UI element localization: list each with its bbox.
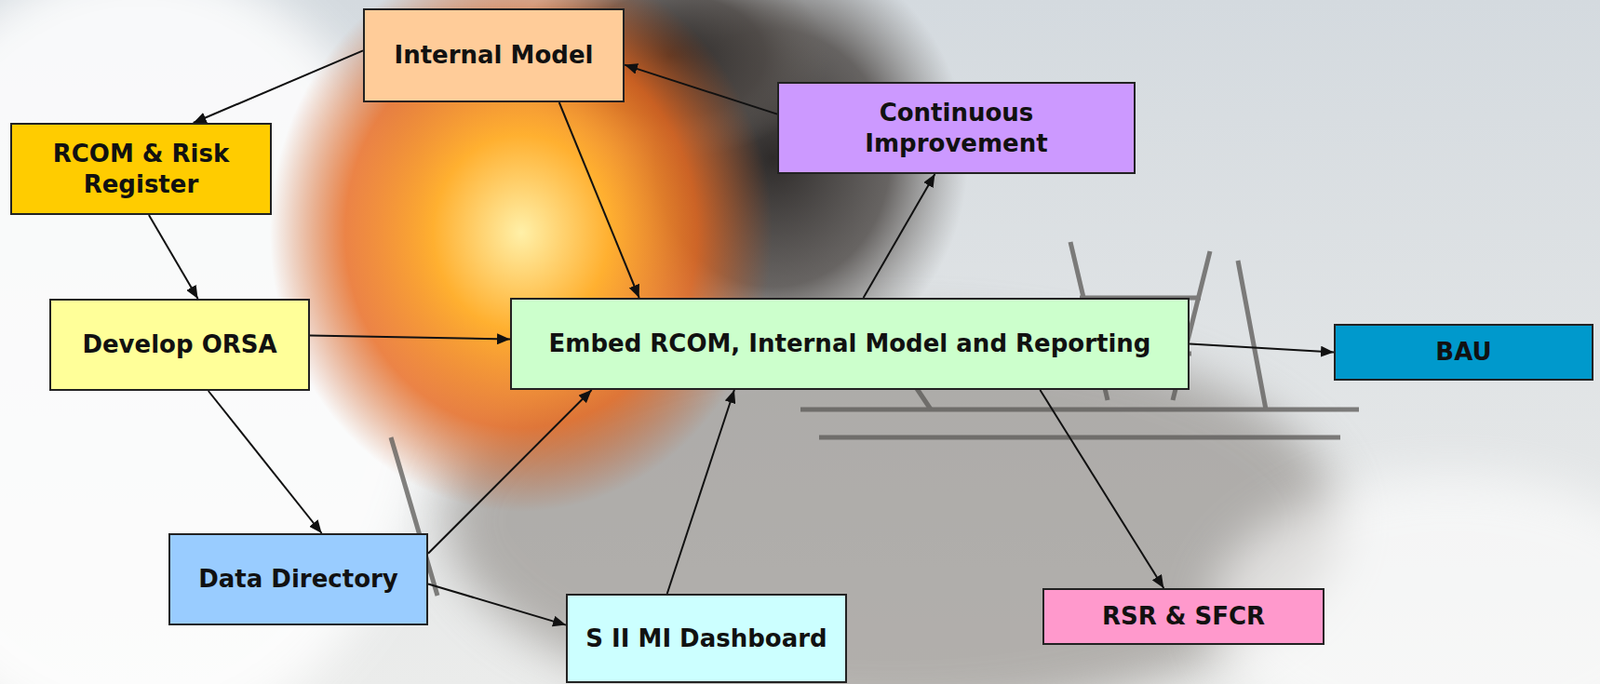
- orsa-box: Develop ORSA: [49, 298, 310, 391]
- box-label: Develop ORSA: [81, 329, 277, 361]
- flow-arrow: [863, 174, 936, 298]
- flow-arrow: [208, 390, 323, 534]
- box-label: RSR & SFCR: [1102, 601, 1265, 632]
- rig-structure: [390, 242, 1359, 596]
- flow-arrow: [428, 389, 592, 554]
- box-label: Data Directory: [198, 564, 399, 595]
- box-label: S II MI Dashboard: [585, 623, 827, 655]
- box-label: BAU: [1435, 336, 1492, 368]
- flow-arrow: [1039, 389, 1164, 589]
- dashboard-box: S II MI Dashboard: [565, 593, 848, 684]
- reporting-box: RSR & SFCR: [1042, 588, 1325, 646]
- deck: [800, 407, 1359, 413]
- flow-arrow: [428, 583, 566, 625]
- crane-boom: [1237, 260, 1266, 410]
- box-label: Continuous Improvement: [790, 97, 1123, 159]
- fire: [269, 0, 773, 512]
- flow-arrow: [559, 102, 640, 298]
- flow-arrow: [309, 336, 511, 340]
- internal-model-box: Internal Model: [363, 8, 625, 103]
- deck: [819, 435, 1341, 441]
- flow-arrow: [667, 389, 735, 594]
- box-label: RCOM & Risk Register: [23, 138, 259, 200]
- flow-arrow: [148, 215, 199, 299]
- risk-register-box: RCOM & Risk Register: [10, 122, 272, 216]
- box-label: Embed RCOM, Internal Model and Reporting: [549, 328, 1152, 360]
- bau-box: BAU: [1333, 323, 1594, 381]
- flow-arrow: [624, 65, 778, 115]
- embed-box: Embed RCOM, Internal Model and Reporting: [510, 297, 1190, 390]
- water-spray: [1210, 474, 1600, 684]
- flow-arrow: [1189, 344, 1334, 353]
- improvement-box: Continuous Improvement: [777, 81, 1136, 175]
- data-directory-box: Data Directory: [168, 533, 429, 626]
- box-label: Internal Model: [394, 40, 594, 71]
- flow-arrow: [193, 50, 364, 123]
